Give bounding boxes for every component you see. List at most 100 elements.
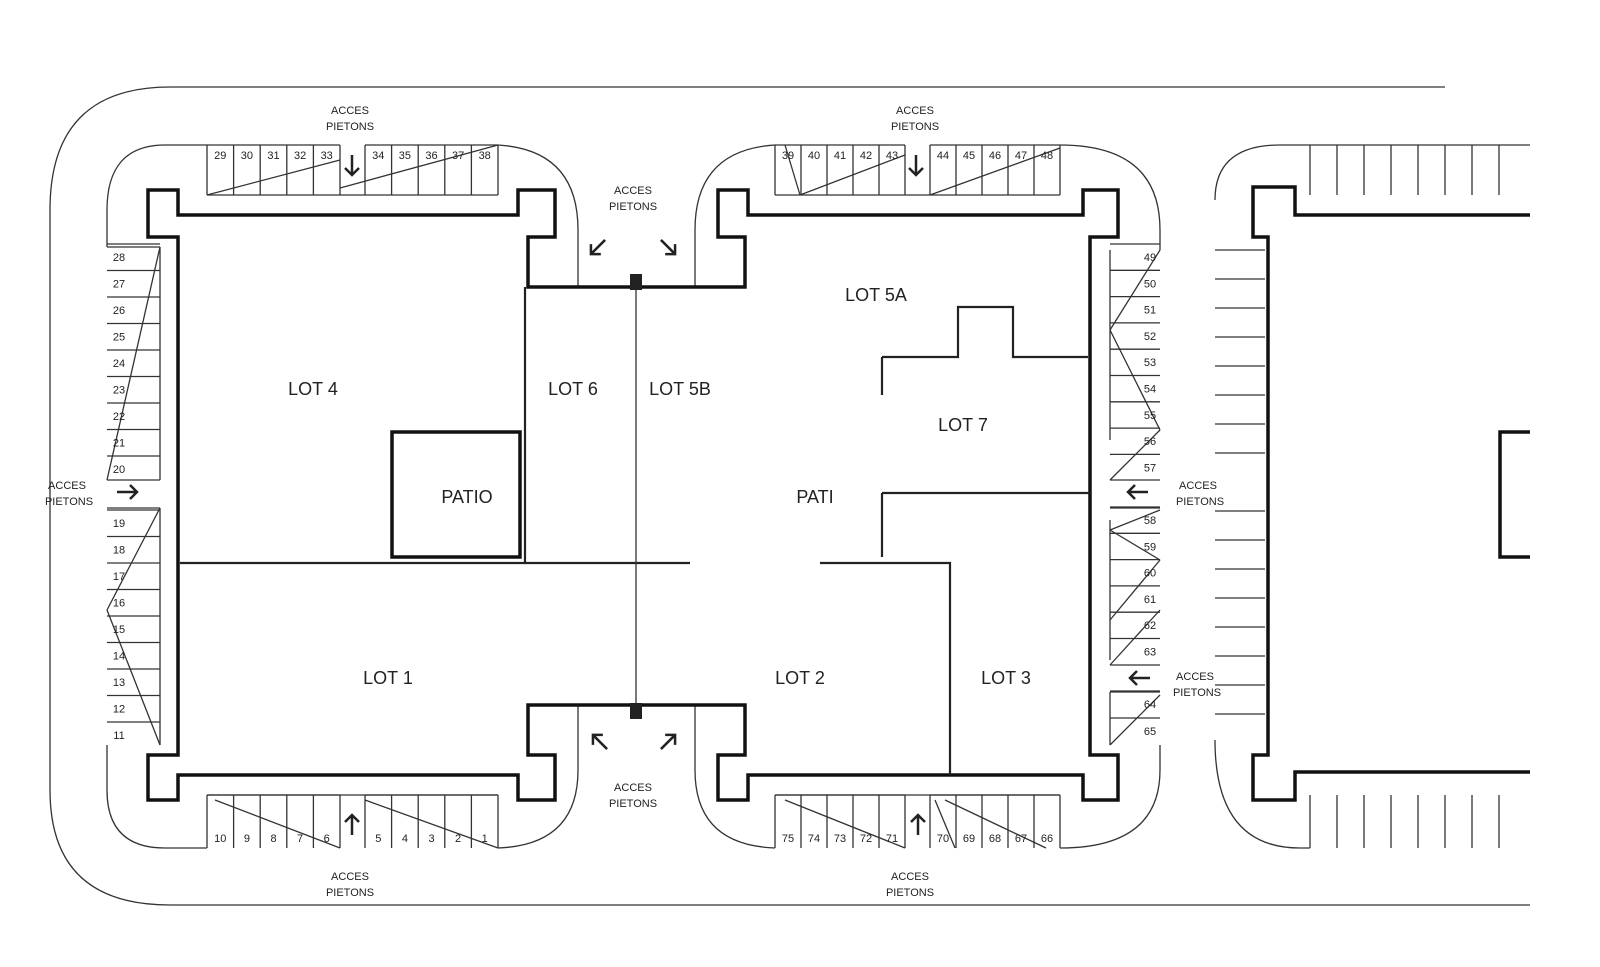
arrow-up-icon: [344, 813, 360, 835]
arrow-left-icon: [1126, 484, 1148, 500]
parking-space-number: 31: [267, 150, 279, 162]
svg-text:ACCES: ACCES: [614, 782, 652, 794]
parking-space-number: 29: [214, 150, 226, 162]
parking-space-number: 21: [113, 438, 125, 450]
parking-space-number: 10: [214, 833, 226, 845]
svg-text:PIETONS: PIETONS: [609, 798, 657, 810]
site-boundary: [49, 86, 1530, 906]
parking-space-number: 69: [963, 833, 975, 845]
parking-space-number: 7: [297, 833, 303, 845]
stall-line: [1109, 529, 1161, 561]
drive-outline-right: [694, 144, 1161, 849]
stall-line: [339, 144, 499, 189]
svg-text:PIETONS: PIETONS: [326, 887, 374, 899]
parking-space-number: 33: [321, 150, 333, 162]
parking-space-number: 23: [113, 385, 125, 397]
arrow-down-icon: [344, 155, 360, 177]
svg-text:ACCES: ACCES: [1179, 480, 1217, 492]
svg-text:PIETONS: PIETONS: [45, 496, 93, 508]
parking-space-number: 46: [989, 150, 1001, 162]
parking-space-number: 32: [294, 150, 306, 162]
parking-space-number: 3: [428, 833, 434, 845]
parking-space-number: 37: [452, 150, 464, 162]
parking-space-number: 56: [1144, 436, 1156, 448]
center-column-bottom: [630, 703, 642, 719]
parking-space-number: 35: [399, 150, 411, 162]
lot-partitions: [180, 287, 1090, 775]
svg-text:ACCES: ACCES: [48, 480, 86, 492]
parking-space-number: 27: [113, 279, 125, 291]
parking-space-number: 70: [937, 833, 949, 845]
parking-space-number: 45: [963, 150, 975, 162]
parking-space-number: 36: [425, 150, 437, 162]
parking-space-number: 22: [113, 411, 125, 423]
svg-text:PIETONS: PIETONS: [1173, 687, 1221, 699]
parking-space-number: 60: [1144, 568, 1156, 580]
parking-space-number: 4: [402, 833, 408, 845]
stall-line: [929, 147, 1061, 196]
arrow-up-right-icon: [660, 733, 677, 750]
parking-space-number: 74: [808, 833, 820, 845]
svg-text:PIETONS: PIETONS: [326, 121, 374, 133]
parking-space-number: 47: [1015, 150, 1027, 162]
svg-text:ACCES: ACCES: [331, 105, 369, 117]
arrow-up-left-icon: [591, 733, 608, 750]
parking-space-number: 44: [937, 150, 949, 162]
parking-space-number: 1: [482, 833, 488, 845]
parking-space-number: 34: [372, 150, 384, 162]
parking-space-number: 65: [1144, 726, 1156, 738]
parking-space-number: 12: [113, 704, 125, 716]
parking-space-number: 14: [113, 651, 125, 663]
parking-space-number: 16: [113, 598, 125, 610]
lot-2-label: LOT 2: [775, 668, 825, 688]
stall-line: [799, 154, 906, 196]
parking-space-number: 63: [1144, 647, 1156, 659]
parking-space-number: 11: [113, 730, 124, 742]
parking-space-number: 68: [989, 833, 1001, 845]
parking-space-number: 71: [886, 833, 898, 845]
parking-space-number: 48: [1041, 150, 1053, 162]
svg-text:PIETONS: PIETONS: [1176, 496, 1224, 508]
parking-space-number: 25: [113, 332, 125, 344]
stall-line: [1109, 509, 1161, 531]
svg-text:ACCES: ACCES: [331, 871, 369, 883]
parking-space-number: 43: [886, 150, 898, 162]
parking-space-number: 67: [1015, 833, 1027, 845]
parking-space-number: 40: [808, 150, 820, 162]
drive-outline-far-right: [1214, 144, 1530, 849]
parking-space-number: 28: [113, 252, 125, 264]
lot-5a-label: LOT 5A: [845, 285, 907, 305]
parking-space-number: 6: [324, 833, 330, 845]
parking-space-number: 18: [113, 545, 125, 557]
parking-space-number: 64: [1144, 699, 1156, 711]
patio-right-label: PATI: [796, 487, 833, 507]
parking-space-number: 26: [113, 305, 125, 317]
parking-space-number: 20: [113, 464, 125, 476]
stall-line: [206, 159, 341, 196]
lot-3-label: LOT 3: [981, 668, 1031, 688]
parking-space-number: 72: [860, 833, 872, 845]
pedestrian-access-label: ACCES PIETONS: [326, 871, 374, 899]
stall-line: [944, 799, 1047, 849]
pedestrian-access-label: ACCES PIETONS: [1176, 480, 1224, 508]
stall-line: [1109, 559, 1161, 621]
lot-7-label: LOT 7: [938, 415, 988, 435]
stall-line: [364, 799, 499, 849]
parking-space-number: 73: [834, 833, 846, 845]
parking-space-number: 57: [1144, 462, 1156, 474]
patio-left-label: PATIO: [441, 487, 492, 507]
arrow-down-right-icon: [660, 239, 677, 256]
parking-stalls: [106, 144, 1500, 849]
building-outline-far-right: [1251, 185, 1530, 802]
parking-space-number: 24: [113, 358, 125, 370]
parking-space-number: 13: [113, 677, 125, 689]
parking-space-number: 8: [270, 833, 276, 845]
parking-space-number: 30: [241, 150, 253, 162]
parking-space-number: 42: [860, 150, 872, 162]
stall-line: [106, 246, 161, 481]
building-outline: [146, 188, 1120, 802]
parking-space-number: 51: [1144, 305, 1156, 317]
